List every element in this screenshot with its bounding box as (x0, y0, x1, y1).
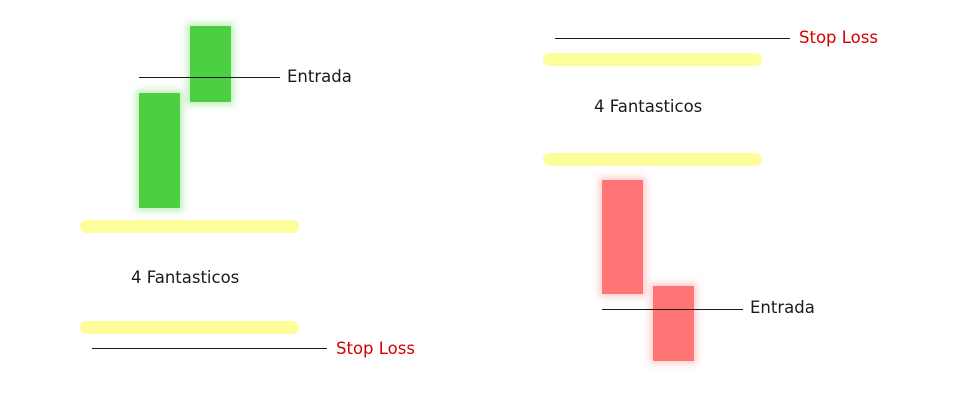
right-stop-loss-label: Stop Loss (799, 28, 878, 47)
left-entry-label: Entrada (287, 67, 352, 86)
left-zone-band-top (80, 220, 299, 233)
left-bullish-candle-upper (190, 26, 231, 102)
right-stop-loss-line (555, 38, 790, 39)
right-zone-band-top (543, 53, 762, 66)
right-zone-band-bottom (543, 153, 762, 166)
right-entry-line (602, 309, 743, 310)
right-bearish-candle-lower (653, 286, 694, 361)
left-zone-band-bottom (80, 321, 299, 334)
right-entry-label: Entrada (750, 298, 815, 317)
right-zone-label: 4 Fantasticos (594, 97, 703, 116)
left-stop-loss-line (92, 348, 327, 349)
left-entry-line (139, 77, 280, 78)
left-stop-loss-label: Stop Loss (336, 339, 415, 358)
left-zone-label: 4 Fantasticos (131, 268, 240, 287)
right-bearish-candle-upper (602, 180, 643, 294)
left-bullish-candle-lower (139, 93, 180, 208)
